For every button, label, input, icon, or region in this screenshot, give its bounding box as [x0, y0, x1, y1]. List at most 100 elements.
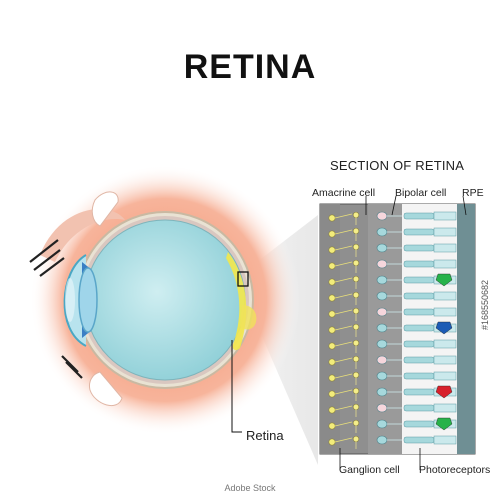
ganglion-cell	[328, 422, 336, 430]
ganglion-cell	[328, 214, 336, 222]
diagram-title: RETINA	[183, 48, 317, 86]
amacrine-cell	[352, 291, 360, 299]
cone-cell	[435, 321, 453, 335]
optic-nerve	[240, 305, 257, 330]
amacrine-cell	[352, 355, 360, 363]
amacrine-cells	[352, 211, 360, 449]
ganglion-dendrite	[334, 293, 353, 299]
ganglion-dendrite	[334, 389, 353, 395]
bipolar-cell	[376, 227, 388, 237]
rod-inner-segment	[403, 228, 435, 236]
bipolar-cell	[376, 275, 388, 285]
ganglion-dendrite	[334, 437, 353, 443]
section-title: SECTION OF RETINA	[330, 158, 465, 173]
section-indicator	[237, 271, 249, 287]
ganglion-dendrite	[334, 309, 353, 315]
rod-inner-segment	[403, 420, 435, 428]
amacrine-cell	[352, 307, 360, 315]
rod-inner-segment	[403, 372, 435, 380]
ganglion-dendrite	[334, 213, 353, 219]
amacrine-cell	[352, 435, 360, 443]
pupil-highlight	[65, 278, 75, 322]
ganglion-cells	[328, 213, 353, 446]
ganglion-dendrite	[334, 421, 353, 427]
ganglion-cell-label: Ganglion cell	[339, 464, 400, 476]
rod-outer-segment	[433, 227, 457, 237]
rod-inner-segment	[403, 276, 435, 284]
rod-outer-segment	[433, 259, 457, 269]
rod-inner-segment	[403, 404, 435, 412]
ganglion-cell	[328, 406, 336, 414]
amacrine-cell	[352, 211, 360, 219]
ganglion-dendrite	[334, 341, 353, 347]
rod-outer-segment	[433, 291, 457, 301]
ganglion-cell	[328, 278, 336, 286]
ganglion-dendrite	[334, 357, 353, 363]
ganglion-cell	[328, 262, 336, 270]
rod-outer-segment	[433, 307, 457, 317]
lower-lashes	[61, 355, 83, 379]
rod-outer-segment	[433, 403, 457, 413]
bipolar-cell	[376, 211, 388, 221]
upper-lashes	[29, 239, 65, 277]
ganglion-cell	[328, 342, 336, 350]
rod-inner-segment	[403, 212, 435, 220]
ganglion-cell	[328, 246, 336, 254]
bipolar-cell	[376, 371, 388, 381]
ganglion-cell	[328, 230, 336, 238]
bipolar-cells	[376, 211, 402, 445]
bipolar-cell	[376, 259, 388, 269]
cone-cell	[435, 385, 453, 399]
rod-inner-segment	[403, 308, 435, 316]
rod-outer-segment	[433, 211, 457, 221]
amacrine-cell	[352, 323, 360, 331]
ganglion-cell	[328, 374, 336, 382]
rod-inner-segment	[403, 260, 435, 268]
rod-inner-segment	[403, 292, 435, 300]
rod-outer-segment	[433, 435, 457, 445]
lower-eyelid-fold	[89, 371, 123, 407]
amacrine-cell	[352, 259, 360, 267]
ganglion-cell	[328, 438, 336, 446]
bipolar-cell	[376, 355, 388, 365]
rod-inner-segment	[403, 356, 435, 364]
amacrine-cell-label: Amacrine cell	[312, 187, 376, 199]
ganglion-dendrite	[334, 405, 353, 411]
rod-inner-segment	[403, 244, 435, 252]
bipolar-cell	[376, 323, 388, 333]
amacrine-cell	[352, 339, 360, 347]
rod-outer-segment	[433, 339, 457, 349]
amacrine-cell	[352, 419, 360, 427]
vitreous-body	[84, 219, 246, 381]
amacrine-cell	[352, 403, 360, 411]
rod-outer-segment	[433, 243, 457, 253]
bipolar-cell	[376, 387, 388, 397]
bipolar-cell	[376, 435, 388, 445]
bipolar-cell	[376, 243, 388, 253]
ganglion-dendrite	[334, 373, 353, 379]
ganglion-dendrite	[334, 229, 353, 235]
bipolar-cell	[376, 307, 388, 317]
amacrine-cell	[352, 227, 360, 235]
cone-cell	[435, 273, 453, 287]
ganglion-dendrite	[334, 277, 353, 283]
ganglion-cell	[328, 294, 336, 302]
ganglion-dendrite	[334, 245, 353, 251]
ganglion-dendrite	[334, 261, 353, 267]
rpe-label: RPE	[462, 187, 484, 199]
photoreceptor-cells	[403, 211, 457, 445]
bipolar-leader	[391, 195, 397, 216]
bipolar-cell	[376, 291, 388, 301]
ganglion-cell	[328, 326, 336, 334]
rpe-leader	[462, 195, 467, 216]
bipolar-cell	[376, 419, 388, 429]
retina-leader-line	[231, 340, 242, 433]
upper-eyelid-fold	[91, 191, 119, 227]
retina-label: Retina	[246, 428, 284, 443]
ganglion-cell	[328, 358, 336, 366]
amacrine-cell	[352, 275, 360, 283]
ganglion-cell	[328, 390, 336, 398]
rpe-layer	[457, 204, 475, 454]
stock-id: #168550682	[480, 279, 490, 330]
